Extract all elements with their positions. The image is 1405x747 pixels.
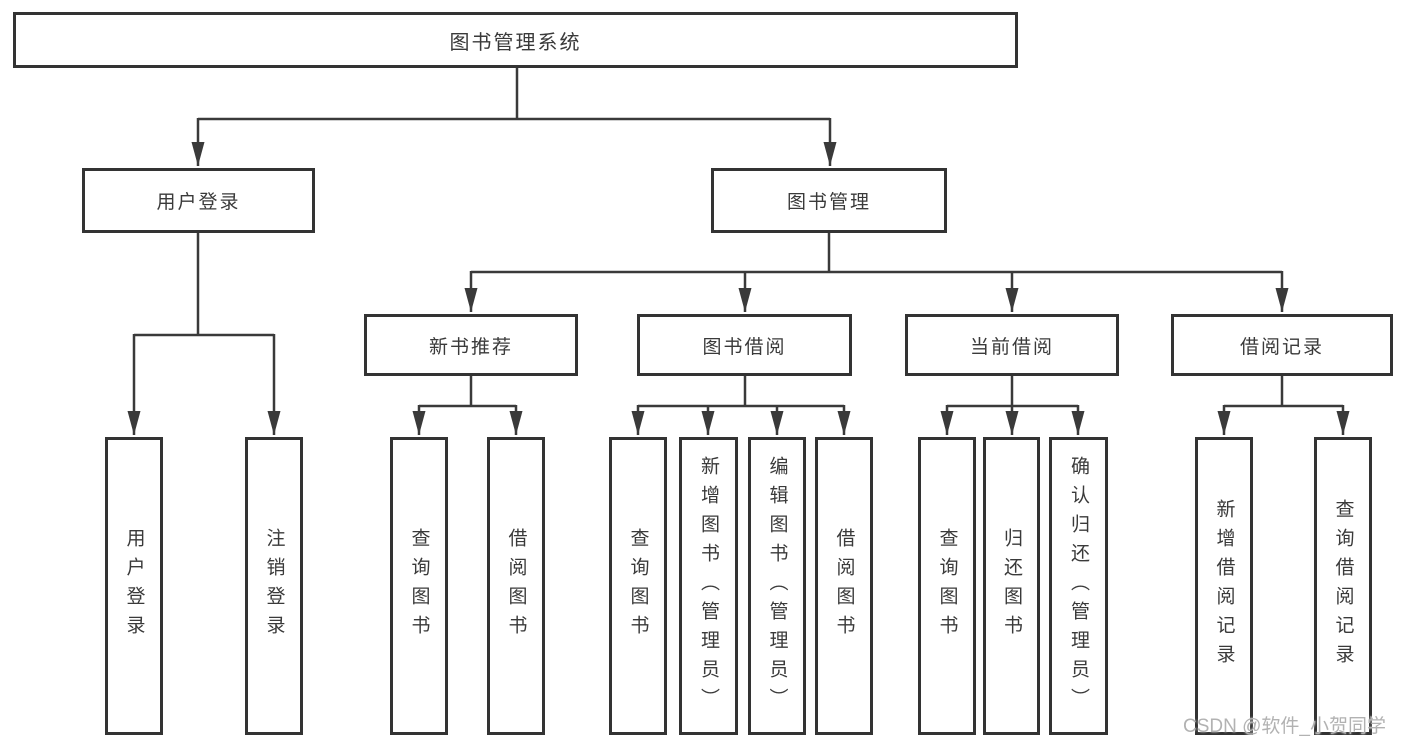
node-leaf-confirm-return-admin: 确认归还（管理员）: [1049, 437, 1108, 735]
node-leaf-query-book-borrow: 查询图书: [609, 437, 667, 735]
node-current-borrow: 当前借阅: [905, 314, 1119, 376]
node-leaf-return-book: 归还图书: [983, 437, 1040, 735]
watermark: CSDN @软件_小贺同学: [1183, 716, 1386, 737]
node-leaf-logout: 注销登录: [245, 437, 303, 735]
node-leaf-edit-book-admin: 编辑图书（管理员）: [748, 437, 806, 735]
node-leaf-user-login: 用户登录: [105, 437, 163, 735]
node-leaf-add-book-admin: 新增图书（管理员）: [679, 437, 738, 735]
node-borrow-records: 借阅记录: [1171, 314, 1393, 376]
node-book-management: 图书管理: [711, 168, 947, 233]
node-leaf-query-book-current: 查询图书: [918, 437, 976, 735]
node-leaf-query-borrow-record: 查询借阅记录: [1314, 437, 1372, 735]
node-root-system: 图书管理系统: [13, 12, 1018, 68]
node-leaf-query-book-recommend: 查询图书: [390, 437, 448, 735]
node-leaf-borrow-book: 借阅图书: [815, 437, 873, 735]
node-user-login: 用户登录: [82, 168, 315, 233]
node-leaf-add-borrow-record: 新增借阅记录: [1195, 437, 1253, 735]
node-new-book-recommend: 新书推荐: [364, 314, 578, 376]
node-leaf-borrow-book-recommend: 借阅图书: [487, 437, 545, 735]
node-book-borrow: 图书借阅: [637, 314, 852, 376]
